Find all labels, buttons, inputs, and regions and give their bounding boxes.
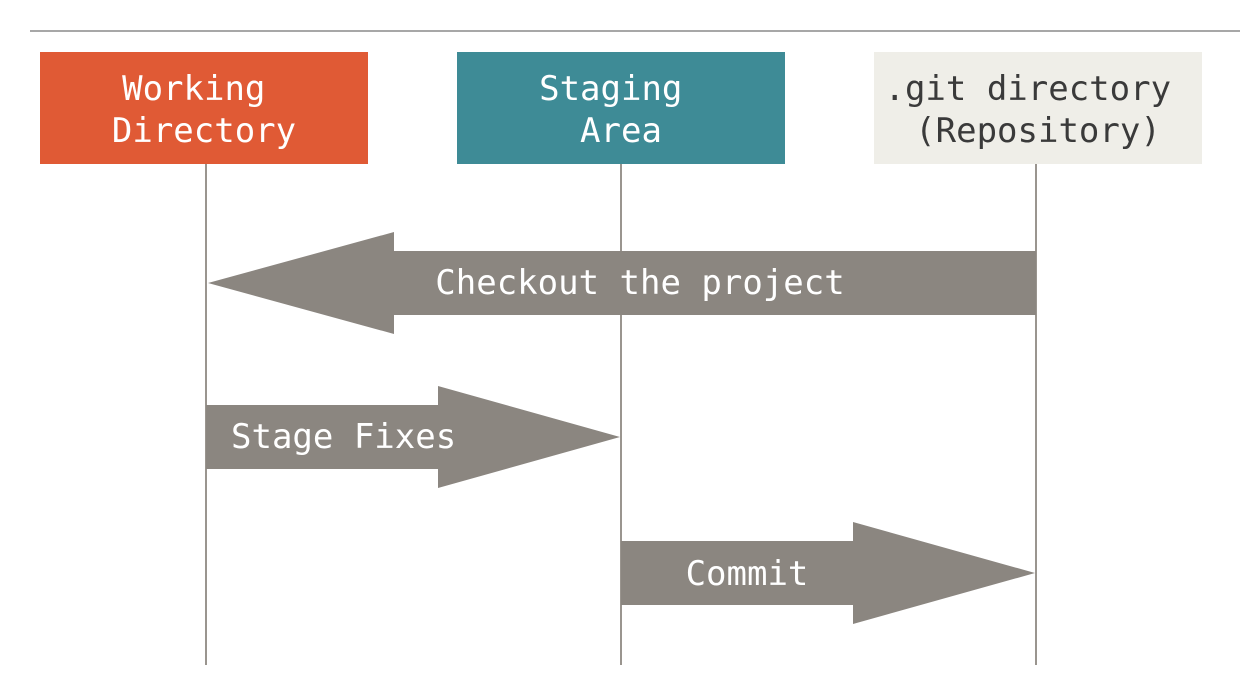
arrow-label-stage-fixes: Stage Fixes <box>231 417 456 457</box>
column-box-working <box>40 52 368 164</box>
column-label-staging: Staging Area <box>539 69 703 151</box>
column-box-repo <box>874 52 1202 164</box>
arrow-shape-stage-fixes <box>206 386 620 488</box>
arrow-label-checkout: Checkout the project <box>435 263 844 303</box>
column-label-repo-line-1: .git directory <box>884 69 1171 109</box>
arrow-shape-commit <box>621 522 1035 624</box>
column-box-staging <box>457 52 785 164</box>
column-label-staging-line-2: Area <box>580 111 662 151</box>
column-label-working-line-2: Directory <box>112 111 296 151</box>
arrow-commit: Commit <box>621 522 1035 624</box>
arrow-checkout-the-project: Checkout the project <box>208 232 1036 334</box>
column-label-working-line-1: Working <box>122 69 265 109</box>
column-label-repo-line-2: (Repository) <box>915 111 1161 151</box>
column-git-repository: .git directory (Repository) <box>874 52 1202 164</box>
arrow-label-commit: Commit <box>686 554 809 594</box>
column-staging-area: Staging Area <box>457 52 785 164</box>
column-label-working: Working Directory <box>112 69 296 151</box>
column-label-repo: .git directory (Repository) <box>884 69 1191 151</box>
arrow-shape-checkout <box>208 232 1036 334</box>
column-working-directory: Working Directory <box>40 52 368 164</box>
arrow-stage-fixes: Stage Fixes <box>206 386 620 488</box>
column-label-staging-line-1: Staging <box>539 69 682 109</box>
